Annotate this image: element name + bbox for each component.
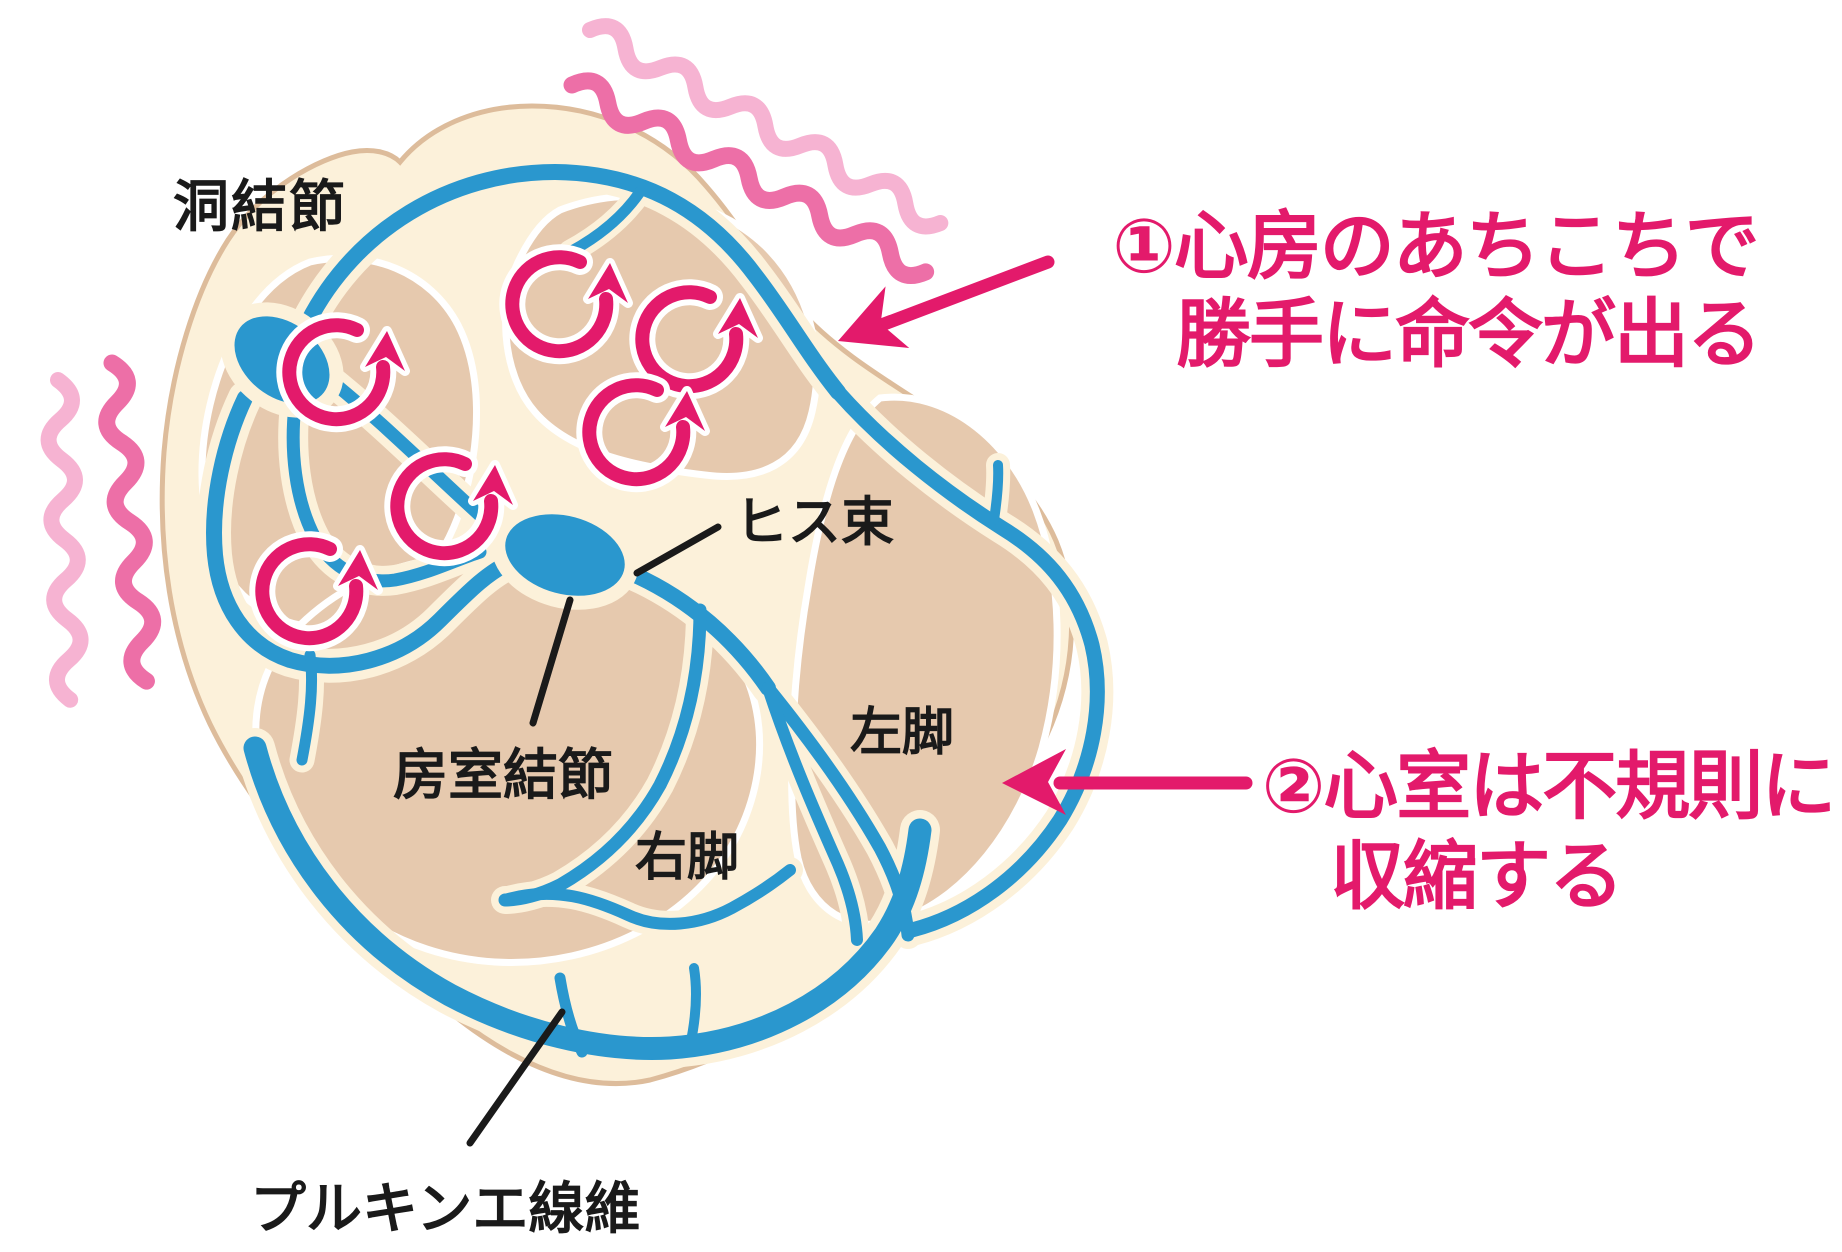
conduction-ra-outer-loop (206, 390, 523, 674)
purkinje-twig-center (554, 972, 588, 1058)
left-bundle-path-b (762, 682, 863, 946)
conduction-left-side-twig (989, 460, 1004, 525)
right-bundle-wavy-path (499, 864, 796, 930)
purkinje-twig-right (685, 963, 702, 1051)
his-bundle-pointer-line (633, 523, 722, 577)
annotation-atria-line1: ①心房のあちこちで (1112, 202, 1758, 290)
av-node-blob (491, 500, 639, 610)
conduction-ra-diagonal (323, 373, 492, 527)
av-node-label: 房室結節 (393, 743, 613, 807)
right-bundle-label: 右脚 (635, 828, 739, 888)
conduction-left-side-path (830, 384, 1105, 938)
annotation-arrow-atria (838, 255, 1055, 348)
sa-node-label: 洞結節 (173, 175, 347, 240)
purkinje-bottom-loop (243, 736, 932, 1060)
annotation-ventricles-line2: 収縮する (1330, 832, 1622, 920)
his-bundle-path (627, 567, 776, 696)
annotation-atria-line2: 勝手に命令が出る (1176, 290, 1760, 378)
left-bundle-label: 左脚 (850, 703, 954, 763)
wavy-squiggle-icon (101, 362, 159, 683)
annotation-ventricles-line1: ②心室は不規則に (1262, 742, 1835, 830)
purkinje-label: プルキンエ線維 (250, 1177, 640, 1242)
annotation-arrow-ventricles (1002, 749, 1253, 815)
conduction-ra-inner-loop (286, 398, 487, 588)
wavy-squiggle-icon (47, 380, 83, 701)
arrow-head-icon (838, 286, 910, 348)
purkinje-pointer-line (466, 1008, 566, 1147)
purkinje-twig-left (296, 649, 318, 766)
arrow-head-icon (1002, 749, 1066, 815)
conduction-system (206, 164, 1105, 1060)
his-bundle-label: ヒス束 (735, 492, 894, 553)
av-node-pointer-line (529, 596, 574, 727)
conduction-atrial-top-path (300, 164, 846, 400)
